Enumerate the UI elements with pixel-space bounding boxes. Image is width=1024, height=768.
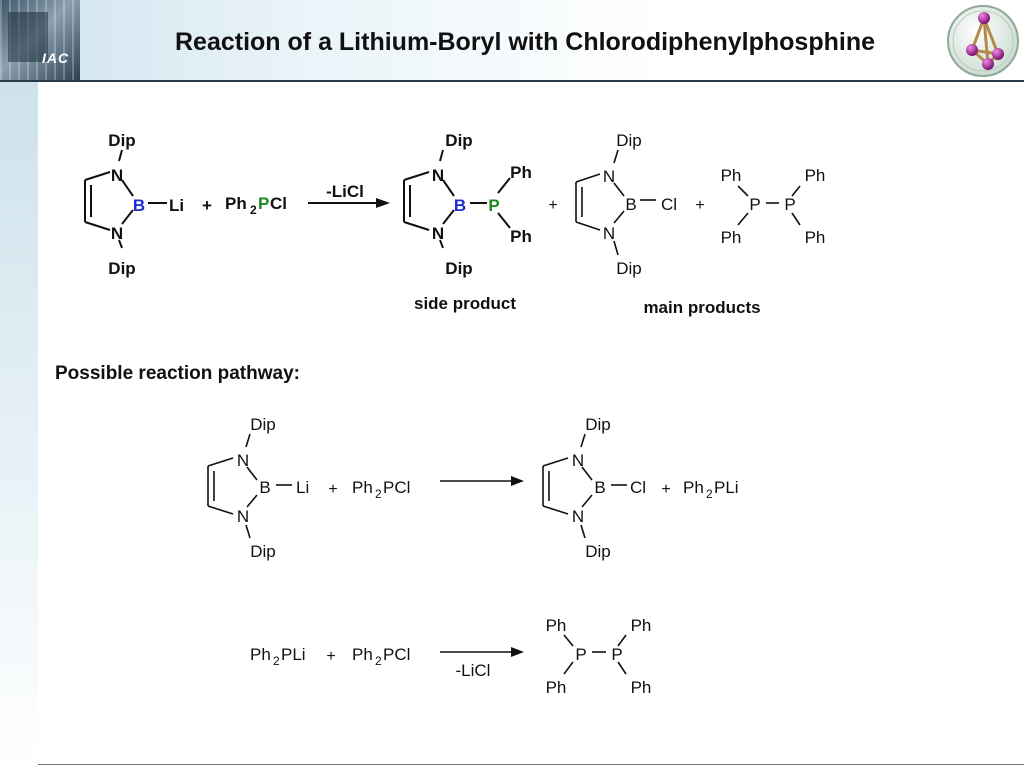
side-product-boryl-phosphine [403,149,511,249]
phenyl-label: Ph [631,616,652,635]
phenyl-label: Ph [510,227,532,246]
phosphorus-atom: P [784,195,795,214]
phenyl-label: Ph [546,678,567,697]
pcl-label: PCl [383,478,410,497]
plus-sign: + [326,648,335,665]
plus-sign: + [202,196,212,215]
nitrogen-atom: N [572,451,584,470]
molecule-logo-icon [947,5,1019,77]
product-ph2pli: Ph 2 PLi [683,478,739,501]
dip-label: Dip [585,415,611,434]
reactant-ph2pcl: Ph 2 PCl [352,645,410,668]
lithium-atom: Li [296,478,309,497]
phenyl-label: Ph [510,163,532,182]
nitrogen-atom: N [572,507,584,526]
phosphorus-atom: P [488,196,499,215]
phenyl-label: Ph [683,478,704,497]
nitrogen-atom: N [603,224,615,243]
pli-label: PLi [281,645,306,664]
reaction-arrow [308,198,390,208]
pcl-label: PCl [383,645,410,664]
main-product-diphosphine [737,185,801,226]
dip-label: Dip [108,131,135,150]
pli-label: PLi [714,478,739,497]
footer-divider [38,764,1024,765]
dip-label: Dip [616,259,642,278]
nitrogen-atom: N [111,224,123,243]
phenyl-label: Ph [250,645,271,664]
phosphorus-atom: P [258,194,269,213]
product-diphosphine [563,634,627,675]
nitrogen-atom: N [237,507,249,526]
subscript-2: 2 [706,487,713,501]
building-icon [8,12,48,62]
nitrogen-atom: N [432,224,444,243]
reactant-lithium-boryl [84,149,167,249]
phenyl-label: Ph [805,228,826,247]
dip-label: Dip [445,131,472,150]
chlorine-atom: Cl [270,194,287,213]
arrow-label: -LiCl [326,182,364,201]
slide-title: Reaction of a Lithium-Boryl with Chlorod… [175,28,875,56]
dip-label: Dip [250,542,276,561]
dip-label: Dip [250,415,276,434]
dip-label: Dip [445,259,472,278]
logo-text: IAC [42,50,70,66]
plus-sign: + [661,481,670,498]
lithium-atom: Li [169,196,184,215]
chlorine-atom: Cl [630,478,646,497]
dip-label: Dip [616,131,642,150]
header-divider [0,80,1024,82]
phenyl-label: Ph [546,616,567,635]
nitrogen-atom: N [432,166,444,185]
side-product-label: side product [414,294,516,313]
institute-logo: IAC [0,0,80,80]
reactant-ph2pli: Ph 2 PLi [250,645,306,668]
phenyl-label: Ph [352,645,373,664]
nitrogen-atom: N [237,451,249,470]
boron-atom: B [133,196,145,215]
nitrogen-atom: N [603,167,615,186]
arrow-label: -LiCl [456,661,491,680]
dip-label: Dip [108,259,135,278]
phenyl-label: Ph [721,166,742,185]
left-decorative-strip [0,82,38,768]
dip-label: Dip [585,542,611,561]
reaction-arrow [440,647,524,657]
header-bar [0,0,1024,80]
plus-sign: + [695,197,704,214]
plus-sign: + [328,481,337,498]
subscript-2: 2 [273,654,280,668]
boron-atom: B [259,478,270,497]
chlorine-atom: Cl [661,195,677,214]
product-boryl-chloride [542,433,627,539]
phenyl-label: Ph [805,166,826,185]
boron-atom: B [454,196,466,215]
subscript-2: 2 [250,203,257,217]
phenyl-label: Ph [721,228,742,247]
main-product-boryl-chloride [575,149,656,256]
subscript-2: 2 [375,487,382,501]
reactant-lithium-boryl [207,433,292,539]
reactant-ph2pcl: Ph 2 P Cl [225,194,287,217]
plus-sign: + [548,197,557,214]
reaction-arrow [440,476,524,486]
nitrogen-atom: N [111,166,123,185]
pathway-heading: Possible reaction pathway: [55,363,300,384]
boron-atom: B [594,478,605,497]
subscript-2: 2 [375,654,382,668]
phenyl-label: Ph [352,478,373,497]
boron-atom: B [625,195,636,214]
reactant-ph2pcl: Ph 2 PCl [352,478,410,501]
phenyl-label: Ph [631,678,652,697]
main-products-label: main products [643,298,760,317]
phosphorus-atom: P [749,195,760,214]
phosphorus-atom: P [611,645,622,664]
phosphorus-atom: P [575,645,586,664]
phenyl-label: Ph [225,194,247,213]
